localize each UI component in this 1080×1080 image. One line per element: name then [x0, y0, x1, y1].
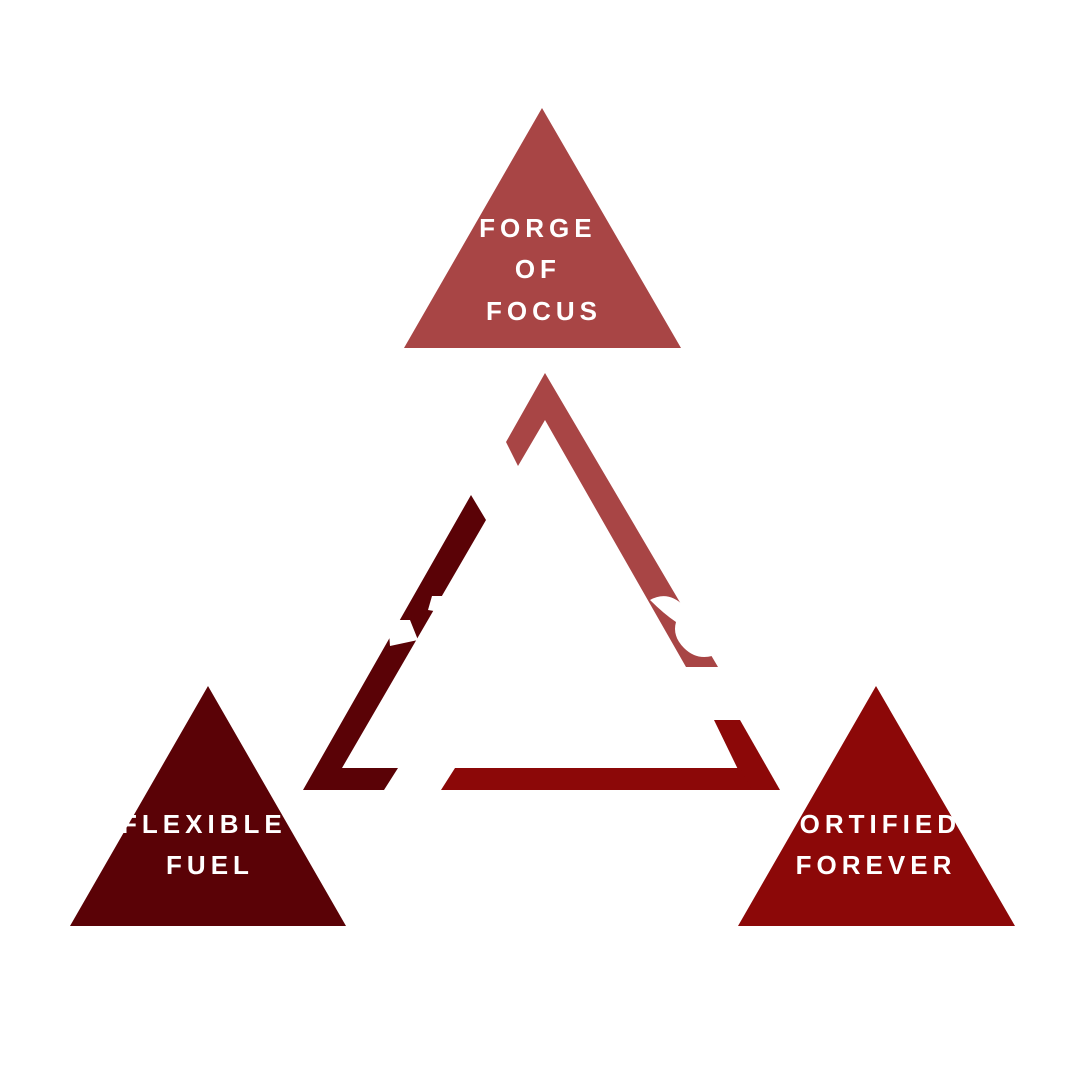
right-triangle	[738, 686, 1015, 926]
left-label-line-2: FUEL	[166, 850, 254, 880]
svg-text:FLEXIBLE FUEL: FLEXIBLE FUEL	[121, 809, 299, 880]
top-label-line-2: OF	[515, 254, 561, 284]
frame-decor-notch-2	[428, 596, 446, 612]
left-node: FLEXIBLE FUEL	[70, 686, 346, 926]
top-node: FORGE OF FOCUS	[404, 108, 681, 348]
top-label-line-3: FOCUS	[486, 296, 602, 326]
svg-text:FORTIFIED FOREVER: FORTIFIED FOREVER	[779, 809, 973, 880]
left-label-line-1: FLEXIBLE	[121, 809, 287, 839]
frame-right-edge-upper	[506, 373, 718, 667]
frame-bottom-edge	[441, 768, 752, 790]
svg-text:FORGE OF FOCUS: FORGE OF FOCUS	[479, 213, 609, 326]
right-label-line-1: FORTIFIED	[779, 809, 961, 839]
central-frame	[303, 373, 780, 790]
left-triangle	[70, 686, 346, 926]
frame-right-edge-lower	[714, 720, 780, 790]
right-node: FORTIFIED FOREVER	[738, 686, 1015, 926]
frame-decor-notch	[388, 620, 418, 646]
right-label-line-2: FOREVER	[796, 850, 957, 880]
top-label-line-1: FORGE	[479, 213, 596, 243]
frame-decor-blob	[650, 596, 714, 657]
top-triangle	[404, 108, 681, 348]
